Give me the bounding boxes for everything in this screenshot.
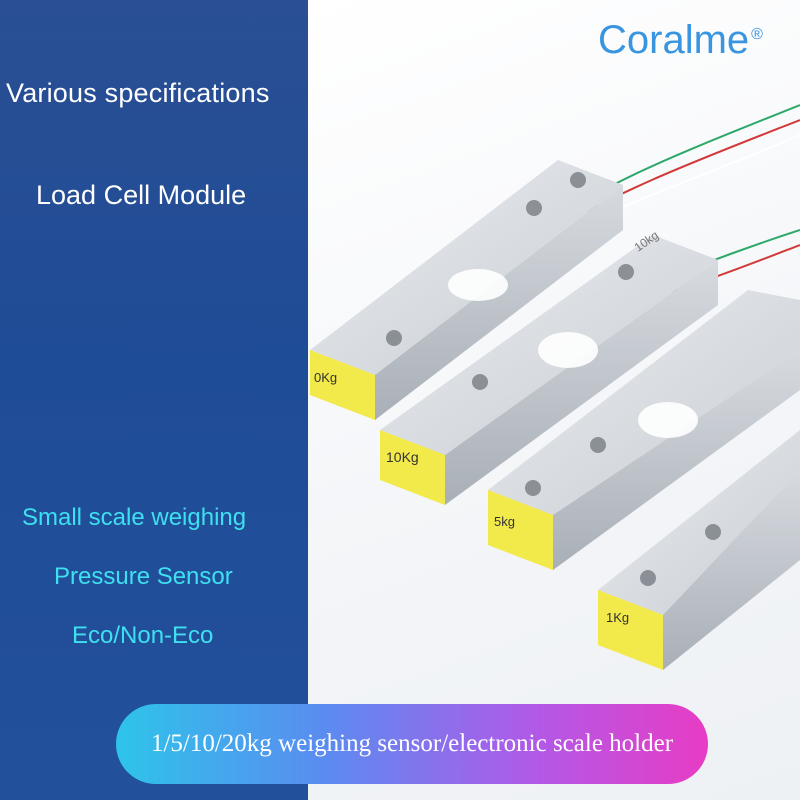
feature-eco: Eco/Non-Eco — [72, 622, 214, 649]
brand-name: Coralme — [598, 18, 750, 62]
brand-logo: Coralme® — [598, 18, 763, 63]
heading-load-cell-module: Load Cell Module — [36, 180, 247, 210]
banner-text: 1/5/10/20kg weighing sensor/electronic s… — [150, 730, 674, 757]
load-cell-1 — [310, 160, 623, 420]
left-panel — [0, 0, 308, 800]
cell-label-2: 10Kg — [386, 449, 419, 465]
cell-label-3: 5kg — [494, 514, 515, 529]
cell-label-4: 1Kg — [606, 610, 629, 625]
load-cell-3 — [488, 290, 800, 570]
cell-label-1: 0Kg — [314, 370, 337, 385]
banner-pill: 1/5/10/20kg weighing sensor/electronic s… — [116, 704, 708, 784]
feature-pressure-sensor: Pressure Sensor — [54, 563, 233, 590]
heading-various-specifications: Various specifications — [6, 78, 270, 108]
feature-small-scale: Small scale weighing — [22, 504, 247, 531]
load-cell-4 — [598, 430, 800, 670]
registered-mark: ® — [751, 25, 763, 43]
load-cell-illustration: 0Kg 10Kg 5kg 1Kg 10kg — [310, 104, 800, 670]
load-cell-2 — [380, 235, 718, 505]
